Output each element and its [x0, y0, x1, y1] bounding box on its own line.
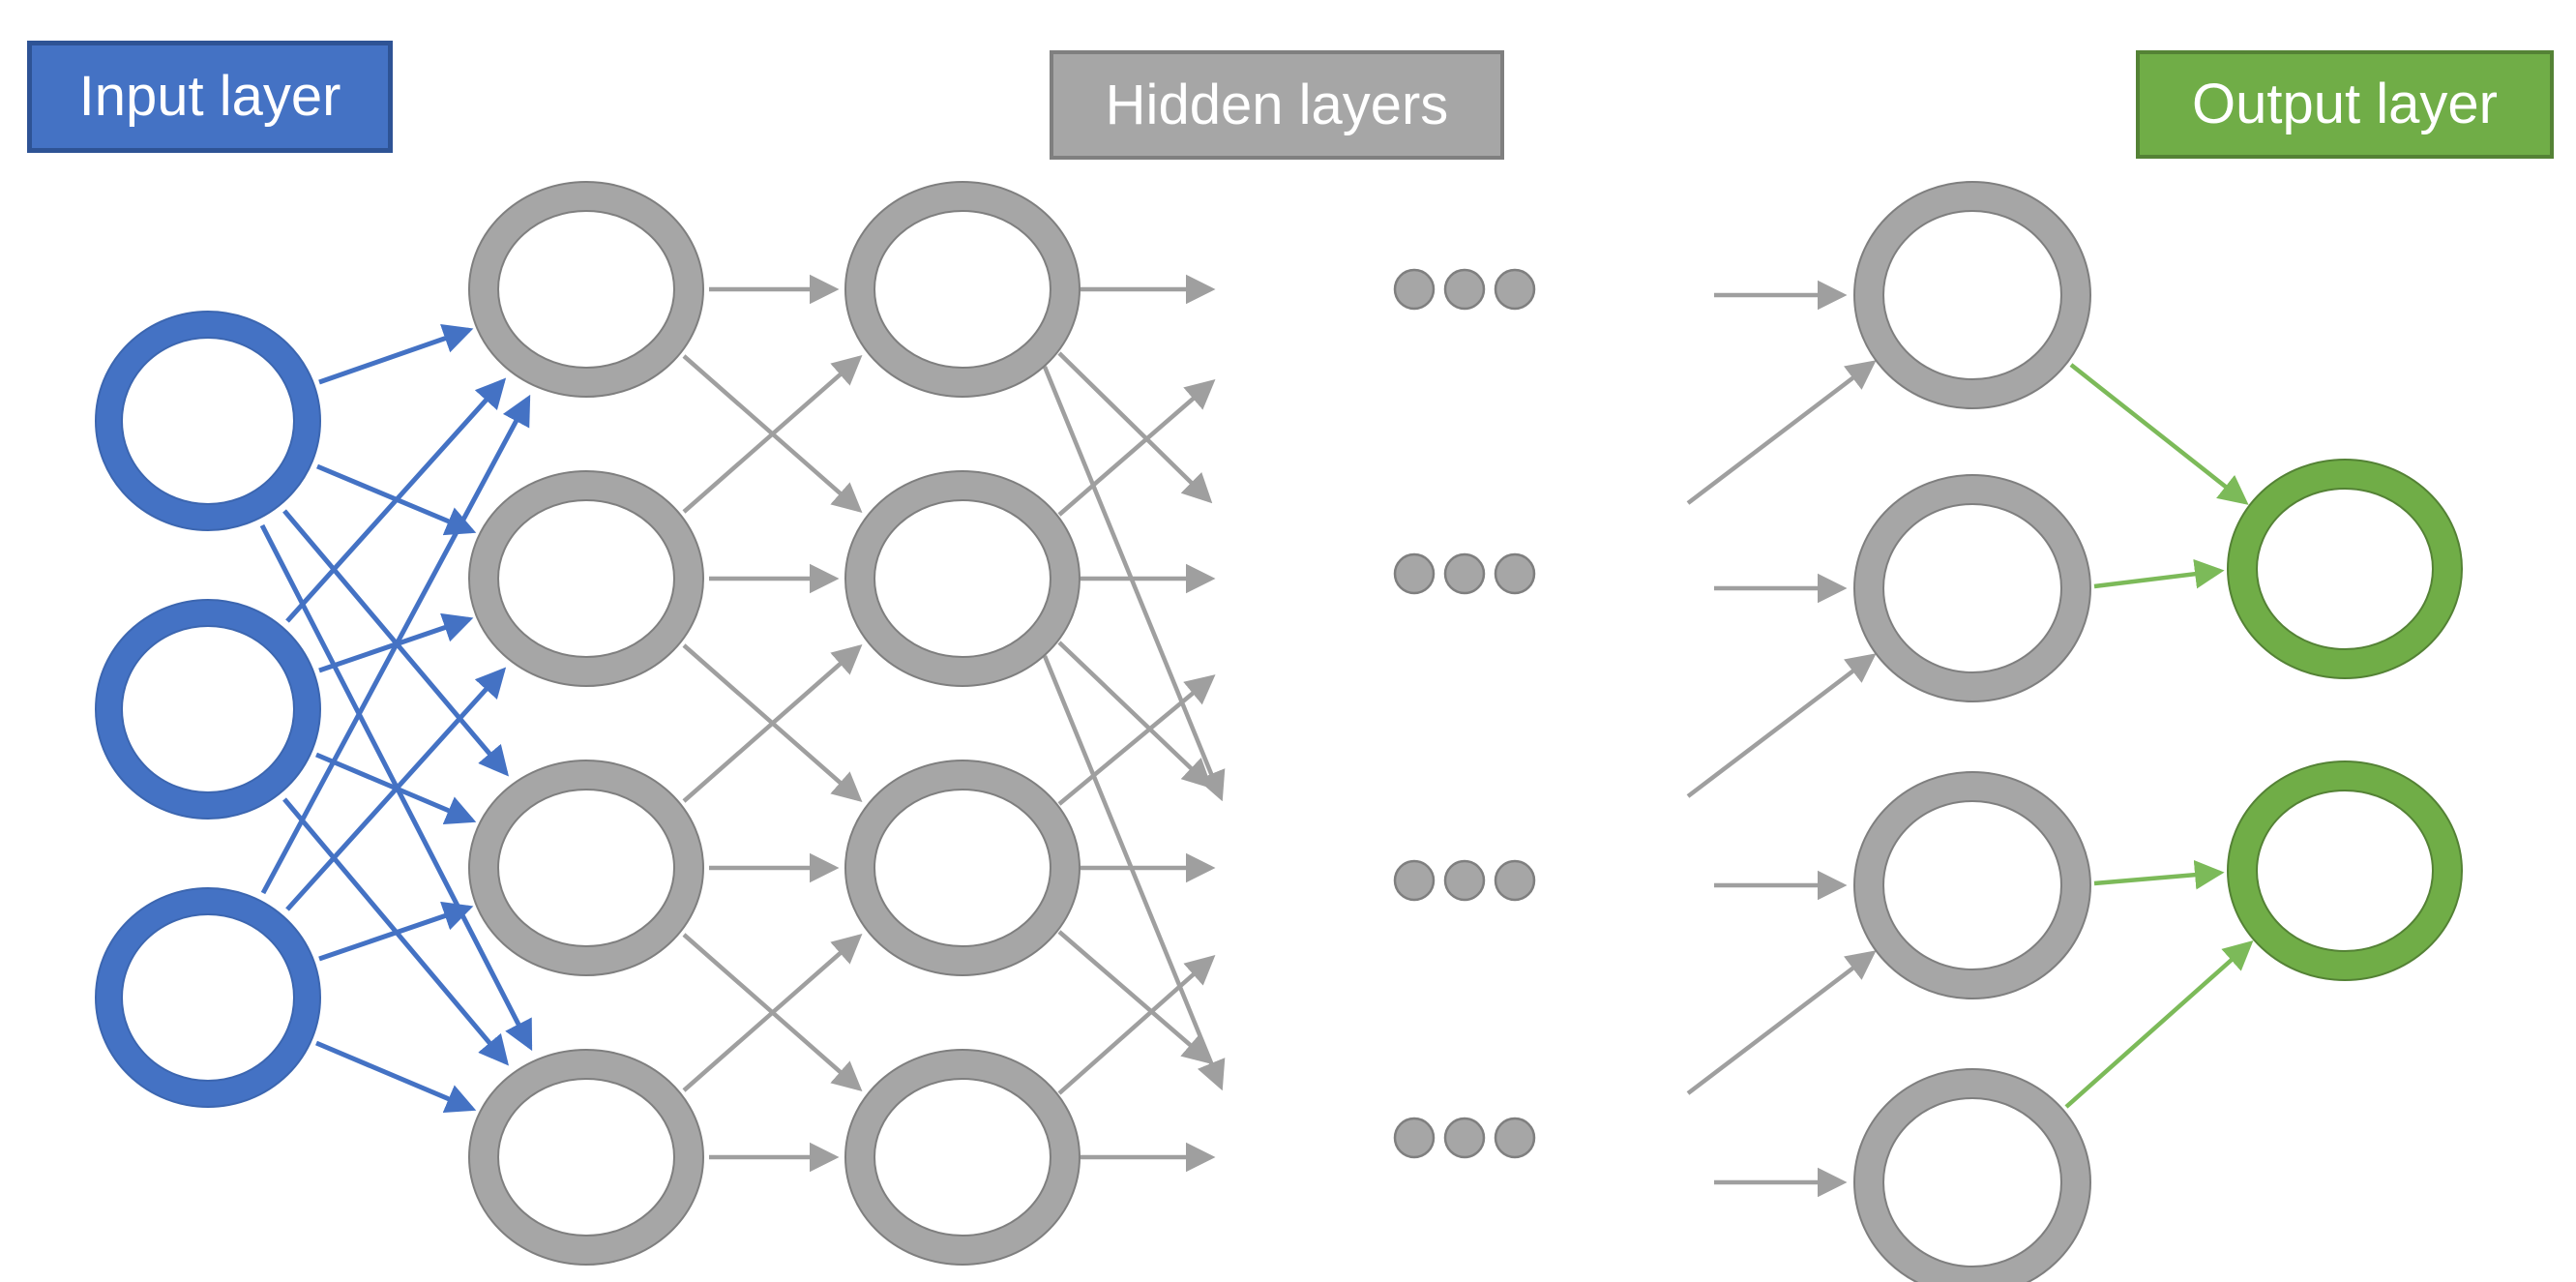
ellipsis-dot — [1443, 859, 1486, 902]
edge-arrow — [1042, 655, 1226, 1091]
node-output-2 — [2227, 760, 2463, 981]
output-layer-label: Output layer — [2136, 50, 2554, 159]
edges-group — [259, 274, 2254, 1198]
node-hidden3-2 — [1853, 474, 2091, 702]
ellipsis-dot — [1494, 268, 1536, 311]
hidden-layers-label-text: Hidden layers — [1105, 73, 1449, 136]
edge-arrow — [1057, 378, 1216, 517]
ellipsis-dot — [1494, 859, 1536, 902]
node-hidden2-2 — [844, 470, 1081, 687]
edge-arrow — [1686, 950, 1877, 1095]
edge-arrow — [1686, 653, 1877, 798]
edge-arrow — [318, 324, 474, 385]
edge-arrow — [1057, 954, 1216, 1095]
edge-arrow — [260, 394, 531, 895]
edge-arrow — [1057, 930, 1213, 1065]
ellipsis-dot — [1443, 268, 1486, 311]
node-input-3 — [95, 887, 321, 1108]
edge-arrow — [682, 933, 863, 1092]
input-layer-label-text: Input layer — [78, 65, 341, 128]
node-hidden3-4 — [1853, 1068, 2091, 1282]
ellipsis-dot — [1393, 1117, 1436, 1159]
node-hidden1-2 — [468, 470, 704, 687]
node-hidden1-1 — [468, 181, 704, 398]
edge-arrow — [1057, 674, 1216, 806]
edge-arrow — [285, 667, 507, 911]
edge-arrow — [682, 354, 863, 514]
hidden-layers-label: Hidden layers — [1050, 50, 1504, 160]
node-hidden3-1 — [1853, 181, 2091, 409]
node-input-2 — [95, 599, 321, 820]
edge-arrow — [682, 643, 863, 803]
edge-arrow — [285, 377, 507, 623]
edge-arrow — [2093, 558, 2225, 589]
node-hidden3-3 — [1853, 771, 2091, 999]
ellipsis-dot — [1443, 1117, 1486, 1159]
ellipsis-dot — [1393, 552, 1436, 595]
edge-arrow — [315, 1040, 477, 1114]
node-hidden1-3 — [468, 760, 704, 976]
edge-arrow — [2064, 939, 2254, 1109]
edge-arrow — [2069, 363, 2249, 505]
edge-arrow — [2093, 859, 2225, 890]
input-layer-label: Input layer — [27, 41, 393, 153]
edge-arrow — [318, 901, 474, 962]
edge-arrow — [1686, 360, 1877, 505]
ellipsis-dot — [1393, 859, 1436, 902]
ellipsis-dots-group — [1393, 268, 1536, 1159]
output-layer-label-text: Output layer — [2192, 73, 2498, 135]
edge-arrow — [1057, 351, 1213, 504]
ellipsis-dot — [1494, 1117, 1536, 1159]
ellipsis-dot — [1443, 552, 1486, 595]
ellipsis-dot — [1393, 268, 1436, 311]
node-hidden2-3 — [844, 760, 1081, 976]
node-output-1 — [2227, 459, 2463, 679]
node-hidden2-1 — [844, 181, 1081, 398]
edge-arrow — [1042, 366, 1226, 802]
ellipsis-dot — [1494, 552, 1536, 595]
nodes-group — [95, 181, 2463, 1282]
node-hidden2-4 — [844, 1049, 1081, 1266]
edge-arrow — [1057, 641, 1213, 790]
node-input-1 — [95, 311, 321, 531]
node-hidden1-4 — [468, 1049, 704, 1266]
